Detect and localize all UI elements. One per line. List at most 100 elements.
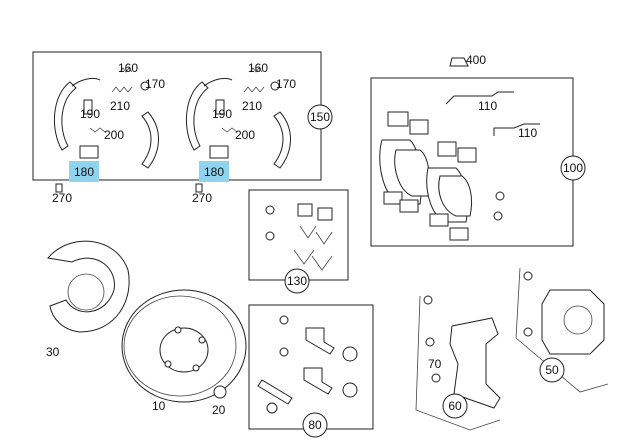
label-20: 20 <box>212 403 226 417</box>
label-180-right[interactable]: 180 <box>204 165 224 179</box>
label-210-left: 210 <box>110 99 130 113</box>
ring-80 <box>266 402 278 414</box>
label-170-right: 170 <box>276 77 296 91</box>
highlight-180-right <box>199 161 229 182</box>
badge-150[interactable] <box>307 104 333 130</box>
screw-270-right <box>195 183 203 193</box>
label-10: 10 <box>152 399 166 413</box>
label-150: 150 <box>310 110 330 124</box>
wear-sensor-110-top <box>445 91 514 105</box>
badge-80[interactable] <box>302 412 328 438</box>
caliper-50: 50 <box>515 267 609 393</box>
label-30: 30 <box>46 345 60 359</box>
brake-shoe-left-b <box>141 111 159 169</box>
label-270-right: 270 <box>192 191 212 205</box>
adjuster-180-left <box>79 145 99 159</box>
disc-rim <box>123 295 237 397</box>
pad-clip-g <box>429 213 449 227</box>
pad-clip-c <box>437 141 457 157</box>
caliper-piston-50 <box>563 305 593 335</box>
pad-clip-h <box>449 227 469 241</box>
clip-130-b <box>317 207 333 221</box>
label-180-left[interactable]: 180 <box>74 165 94 179</box>
spring-160-right <box>249 67 263 73</box>
bolt-130-b <box>265 231 275 241</box>
brake-shoe-set-left <box>53 67 159 169</box>
label-210-right: 210 <box>242 99 262 113</box>
label-80: 80 <box>308 418 322 432</box>
bolt-60-b <box>425 337 435 347</box>
caliper-body-50 <box>541 289 605 355</box>
bolt-80-b <box>279 347 289 357</box>
part-170-right <box>270 81 280 91</box>
label-130: 130 <box>287 274 307 288</box>
bolt-60-c <box>431 373 441 383</box>
pad-clip-e <box>383 191 403 205</box>
guide-pin-80-b <box>303 367 333 395</box>
pin-190-left <box>83 99 93 115</box>
bolt-100-b <box>493 211 503 221</box>
disc-hole-c <box>192 364 200 372</box>
carrier-60 <box>449 317 501 409</box>
label-170-left: 170 <box>145 77 165 91</box>
label-160-right: 160 <box>248 61 268 75</box>
pin-190-right <box>215 99 225 115</box>
dust-shield-center <box>67 273 105 311</box>
label-190-left: 190 <box>80 107 100 121</box>
bolt-50-a <box>523 271 533 281</box>
boot-80-b <box>342 382 358 398</box>
disc-hole-a <box>174 326 182 334</box>
spring-200-left <box>89 127 106 133</box>
clip-400 <box>449 57 469 67</box>
brake-disc-10: 10 20 <box>121 289 247 417</box>
dust-shield-30 <box>47 240 130 333</box>
brake-shoe-set-right <box>185 67 291 169</box>
disc-hub <box>159 327 209 373</box>
pad-clip-d <box>457 147 477 163</box>
bolt-130-a <box>265 205 275 215</box>
guide-pin-80-a <box>305 327 335 355</box>
clip-130-a <box>297 203 313 217</box>
disc-hole-d <box>164 360 172 368</box>
spring-200-right <box>221 127 238 133</box>
brake-pad-right-inner <box>438 175 473 217</box>
badge-60[interactable] <box>442 393 468 419</box>
highlight-180-left <box>69 161 99 182</box>
label-400: 400 <box>466 53 486 67</box>
shoe-top-arc-right <box>203 77 233 87</box>
pad-clip-b <box>409 119 429 135</box>
screw-270-left-part <box>55 183 63 193</box>
group-100-brake-pads: 400 110 110 100 <box>370 53 586 247</box>
label-60: 60 <box>448 399 462 413</box>
badge-130[interactable] <box>284 268 310 294</box>
wear-sensor-110-bottom <box>493 123 540 136</box>
group-80-guide-pins: 80 <box>248 304 374 438</box>
leader-60 <box>415 295 501 431</box>
pad-clip-f <box>399 199 419 213</box>
label-160-left: 160 <box>118 61 138 75</box>
bolt-100-a <box>495 191 505 201</box>
anti-rattle-130 <box>293 249 333 271</box>
badge-50[interactable] <box>539 357 565 383</box>
brake-shoe-right-b <box>273 111 291 169</box>
label-50: 50 <box>545 363 559 377</box>
label-190-right: 190 <box>212 107 232 121</box>
group-150-parking-brake-shoes: 150 160 170 210 190 200 160 170 210 190 … <box>32 51 333 182</box>
adjuster-180-right <box>209 145 229 159</box>
part-170-left <box>140 81 150 91</box>
bolt-80-a <box>279 315 289 325</box>
screw-270-right-part <box>195 183 203 193</box>
label-200-left: 200 <box>104 128 124 142</box>
label-200-right: 200 <box>235 128 255 142</box>
spring-160-left <box>119 67 133 73</box>
badge-100[interactable] <box>560 155 586 181</box>
caliper-carrier-60: 70 60 <box>415 295 501 431</box>
shoe-top-arc-left <box>71 77 101 87</box>
boot-80-a <box>342 346 358 362</box>
label-110-bottom: 110 <box>518 126 537 140</box>
spring-210-right <box>243 86 265 93</box>
group-130-hardware-kit: 130 <box>248 189 349 294</box>
springs-130 <box>299 225 333 245</box>
label-110-top: 110 <box>478 99 497 113</box>
